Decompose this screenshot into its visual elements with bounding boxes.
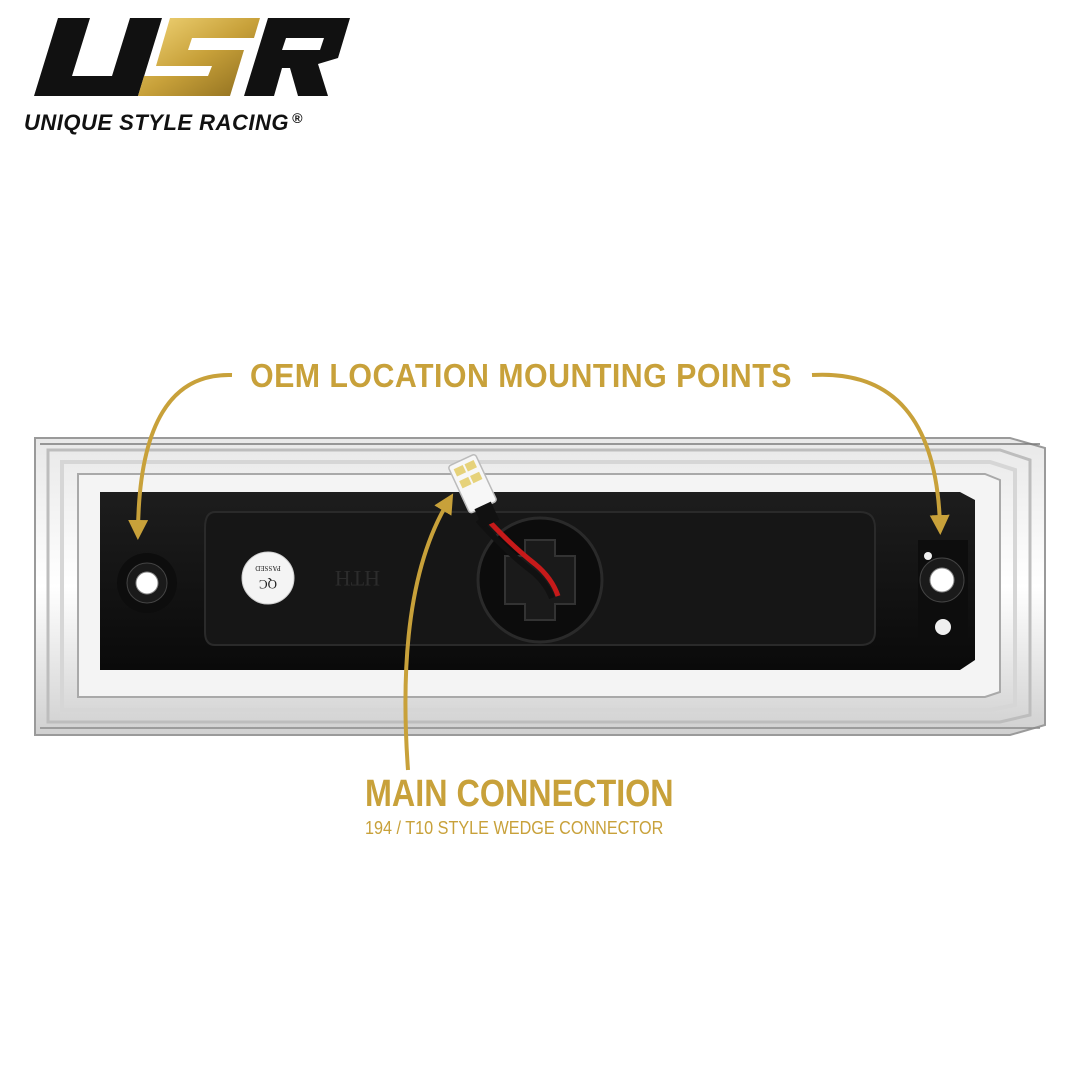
usr-logo-mark bbox=[34, 18, 350, 96]
arrow-left-mounting bbox=[128, 372, 233, 540]
main-connection-callout: MAIN CONNECTION bbox=[365, 773, 674, 815]
brand-logo: UNIQUE STYLE RACING® bbox=[20, 14, 360, 135]
svg-text:PASSED: PASSED bbox=[255, 564, 280, 572]
qc-passed-sticker: QC PASSED bbox=[241, 551, 295, 605]
led-wedge-bulb bbox=[448, 454, 500, 528]
left-mounting-point bbox=[117, 553, 177, 613]
arrow-main-connection bbox=[403, 493, 454, 771]
embossed-marking: HTH bbox=[335, 566, 380, 591]
brand-name: UNIQUE STYLE RACING® bbox=[24, 110, 303, 135]
bulb-wires bbox=[475, 516, 561, 600]
svg-text:QC: QC bbox=[259, 577, 277, 592]
right-mounting-point bbox=[918, 540, 968, 645]
mounting-points-callout: OEM LOCATION MOUNTING POINTS bbox=[250, 357, 792, 394]
main-connection-subtitle: 194 / T10 STYLE WEDGE CONNECTOR bbox=[365, 818, 664, 838]
arrow-right-mounting bbox=[811, 372, 950, 535]
